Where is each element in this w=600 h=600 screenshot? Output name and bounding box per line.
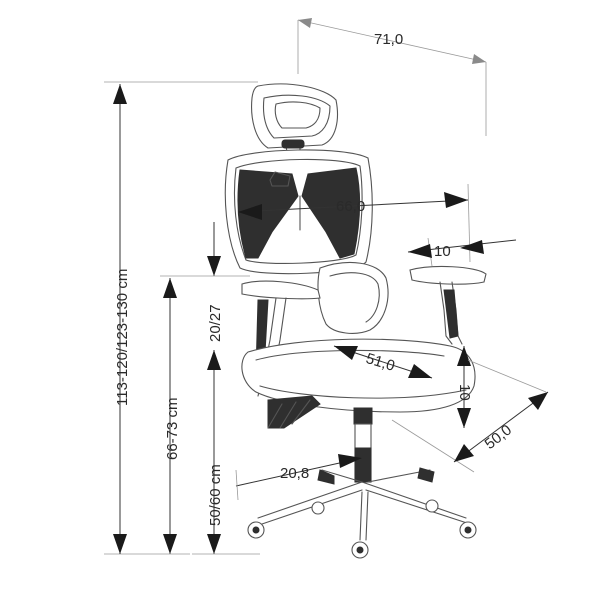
label-seat-thickness: 10 [456,384,473,401]
armrest-right [409,266,487,345]
label-armrest-adjust: 20/27 [207,304,224,342]
label-armrest-height: 66-73 cm [164,397,181,460]
dim-width-total: 71,0 [297,18,487,136]
label-width-total: 71,0 [374,31,403,48]
mechanism [267,395,373,429]
casters [247,499,477,559]
dim-seat-height: 50/60 cm [192,464,260,555]
dim-armrest-adjust: 20/27 [207,222,224,554]
label-seat-width: 50,0 [482,422,515,453]
dim-armrest-height: 66-73 cm [160,275,250,554]
label-total-height: 113-120/123-130 cm [114,269,131,406]
label-armrest-width: 10 [434,243,451,260]
dim-total-height: 113-120/123-130 cm [104,81,258,555]
dim-armrest-width: 10 [407,237,517,267]
headrest [251,83,339,159]
label-backrest-width: 66,0 [336,198,365,215]
gas-lift [354,423,372,483]
backrest [224,149,389,334]
label-seat-height: 50/60 cm [207,464,224,526]
office-chair [224,83,487,559]
dim-backrest-width: 66,0 [237,183,471,263]
dim-base-radius: 20,8 [235,454,363,501]
dim-seat-thickness: 10 [456,346,473,428]
label-base-radius: 20,8 [280,465,309,482]
